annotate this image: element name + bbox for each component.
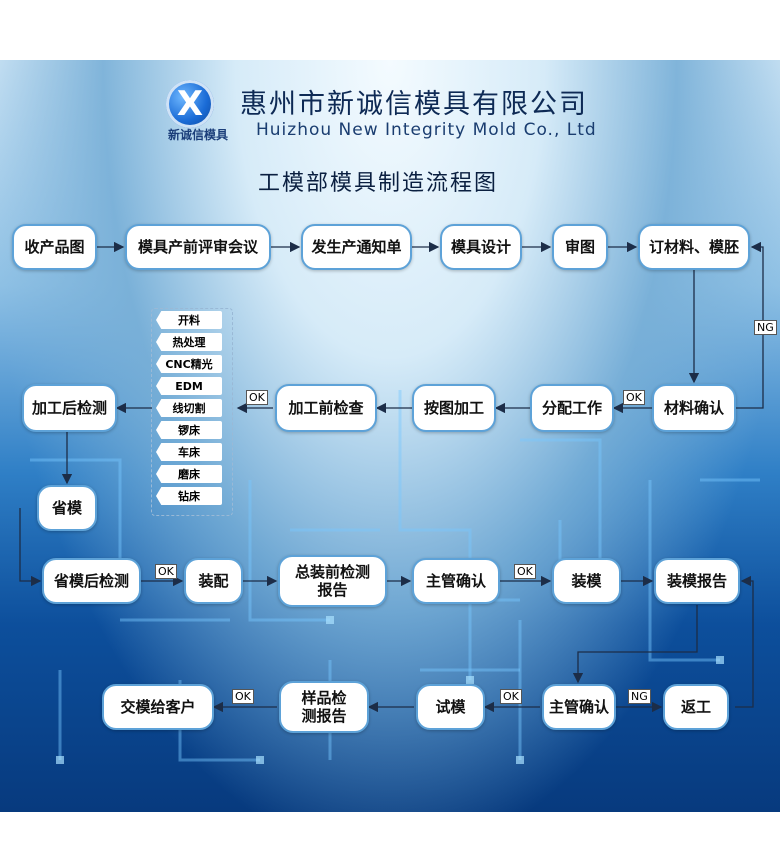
node-pre-machining-check: 加工前检查: [275, 384, 377, 432]
node-sample-test-report: 样品检测报告: [279, 681, 369, 733]
edge-label-ok: OK: [623, 390, 645, 405]
node-drawing-review: 审图: [552, 224, 608, 270]
process-item: CNC精光: [156, 355, 222, 373]
node-material-confirm: 材料确认: [652, 384, 736, 432]
node-pre-production-review: 模具产前评审会议: [125, 224, 271, 270]
node-mold-mounting: 装模: [552, 558, 621, 604]
edge-label-ok: OK: [500, 689, 522, 704]
node-production-notice: 发生产通知单: [301, 224, 412, 270]
node-deliver-to-customer: 交模给客户: [102, 684, 214, 730]
edge-label-ok: OK: [232, 689, 254, 704]
process-item: 线切割: [156, 399, 222, 417]
process-item: 热处理: [156, 333, 222, 351]
edge-n18-n20: [578, 605, 697, 682]
edge-label-ok: OK: [514, 564, 536, 579]
node-order-materials: 订材料、模胚: [638, 224, 750, 270]
edge-label-ok: OK: [155, 564, 177, 579]
node-mold-design: 模具设计: [440, 224, 522, 270]
node-trial-mold: 试模: [416, 684, 485, 730]
node-machining: 按图加工: [412, 384, 496, 432]
node-polishing: 省模: [37, 485, 97, 531]
process-item: EDM: [156, 377, 222, 395]
node-mounting-report: 装模报告: [654, 558, 740, 604]
node-assign-work: 分配工作: [530, 384, 614, 432]
node-supervisor-confirm-2: 主管确认: [542, 684, 616, 730]
node-assembly: 装配: [184, 558, 243, 604]
edge-n19-n18: [735, 581, 753, 707]
process-item: 磨床: [156, 465, 222, 483]
node-post-polish-test: 省模后检测: [42, 558, 141, 604]
process-item: 开料: [156, 311, 222, 329]
node-post-machining-test: 加工后检测: [22, 384, 117, 432]
node-receive-product-drawing: 收产品图: [12, 224, 97, 270]
node-supervisor-confirm-1: 主管确认: [412, 558, 500, 604]
process-item: 锣床: [156, 421, 222, 439]
edge-label-ng: NG: [754, 320, 777, 335]
node-pre-assembly-report: 总装前检测报告: [278, 555, 387, 607]
edge-label-ng: NG: [628, 689, 651, 704]
process-item: 车床: [156, 443, 222, 461]
edge-label-ok: OK: [246, 390, 268, 405]
node-rework: 返工: [663, 684, 729, 730]
process-item: 钻床: [156, 487, 222, 505]
